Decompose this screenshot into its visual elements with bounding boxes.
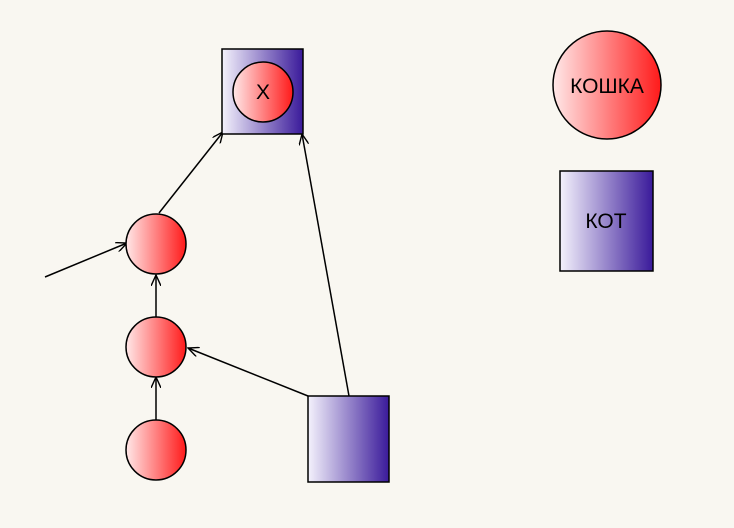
circle-x-label: X	[256, 81, 270, 104]
node-square-bottom	[307, 395, 390, 483]
edge-square-bottom-to-circle-mid	[188, 348, 309, 397]
edge-external-to-circle-top	[44, 243, 127, 278]
legend-square-shape	[559, 170, 654, 272]
edge-square-bottom-to-square-x	[302, 134, 350, 397]
legend-circle-shape	[552, 30, 662, 140]
legend-square-label: КОТ	[585, 210, 626, 233]
legend-circle: КОШКА	[552, 30, 662, 140]
node-circle-x: X	[232, 61, 294, 123]
circle-x-shape	[232, 61, 294, 123]
legend-square: КОТ	[559, 170, 654, 272]
node-circle-mid	[125, 316, 187, 378]
node-circle-bottom	[125, 419, 187, 481]
legend-circle-label: КОШКА	[570, 75, 644, 98]
legend: КОШКА КОТ	[552, 30, 662, 272]
edge-circle-top-to-square-x	[158, 132, 223, 214]
edges	[44, 132, 350, 420]
node-circle-top	[125, 213, 187, 275]
